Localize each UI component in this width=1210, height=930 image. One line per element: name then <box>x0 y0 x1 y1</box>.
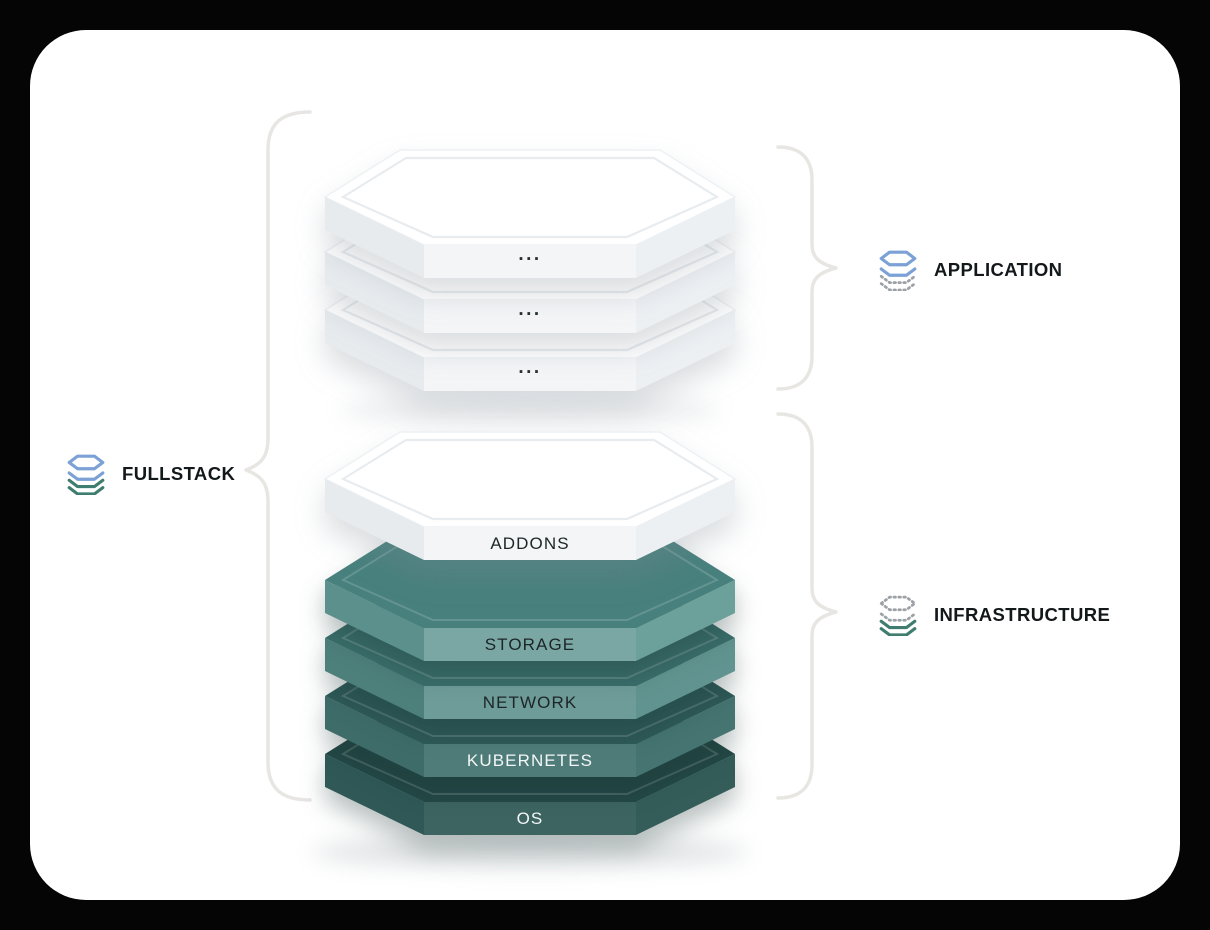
layer-right-bevel <box>636 638 735 719</box>
application-brace <box>776 145 838 391</box>
layer-left-bevel <box>325 252 424 333</box>
layer-label-os: OS <box>516 809 544 828</box>
layer-right-bevel <box>636 580 735 661</box>
application-stack-icon <box>879 250 917 291</box>
layer-front-face <box>424 527 636 560</box>
application-label: APPLICATION <box>934 259 1063 280</box>
layer-label-network: NETWORK <box>482 693 578 712</box>
layer-right-bevel <box>636 197 735 278</box>
layer-front-face <box>424 358 636 391</box>
layer-front-face <box>424 686 636 719</box>
layer-right-bevel <box>636 252 735 333</box>
fullstack-label: FULLSTACK <box>122 463 236 484</box>
infrastructure-brace <box>776 412 838 800</box>
fullstack-label-group: FULLSTACK <box>66 453 235 495</box>
infrastructure-label: INFRASTRUCTURE <box>934 604 1111 625</box>
fullstack-stack-icon <box>67 454 105 495</box>
layer-front-face <box>424 300 636 333</box>
infrastructure-label-group: INFRASTRUCTURE <box>878 594 1110 636</box>
layer-right-bevel <box>636 696 735 777</box>
layer-front-face <box>424 802 636 835</box>
layer-label-app-1: ... <box>518 244 542 265</box>
layer-label-storage: STORAGE <box>484 635 576 654</box>
layer-front-face <box>424 628 636 661</box>
layer-left-bevel <box>325 310 424 391</box>
infrastructure-stack-icon <box>879 595 917 636</box>
layer-left-bevel <box>325 479 424 560</box>
layer-application-1 <box>323 149 737 278</box>
layer-left-bevel <box>325 696 424 777</box>
layer-label-app-2: ... <box>518 299 542 320</box>
layer-right-bevel <box>636 479 735 560</box>
layer-bevel-ring <box>340 156 720 239</box>
layer-label-app-3: ... <box>518 357 542 378</box>
layer-front-face <box>424 744 636 777</box>
layer-left-bevel <box>325 197 424 278</box>
layer-left-bevel <box>325 638 424 719</box>
layer-label-addons: ADDONS <box>490 534 570 553</box>
layer-left-bevel <box>325 754 424 835</box>
layer-right-bevel <box>636 310 735 391</box>
layer-bevel-ring <box>340 438 720 521</box>
layer-right-bevel <box>636 754 735 835</box>
application-stack-shadow <box>340 396 720 424</box>
layer-left-bevel <box>325 580 424 661</box>
layer-addons <box>323 431 737 560</box>
application-label-group: APPLICATION <box>878 249 1062 291</box>
fullstack-brace <box>244 110 312 802</box>
layer-front-face <box>424 245 636 278</box>
infrastructure-stack-shadow <box>312 836 748 868</box>
layer-label-kubernetes: KUBERNETES <box>466 751 594 770</box>
